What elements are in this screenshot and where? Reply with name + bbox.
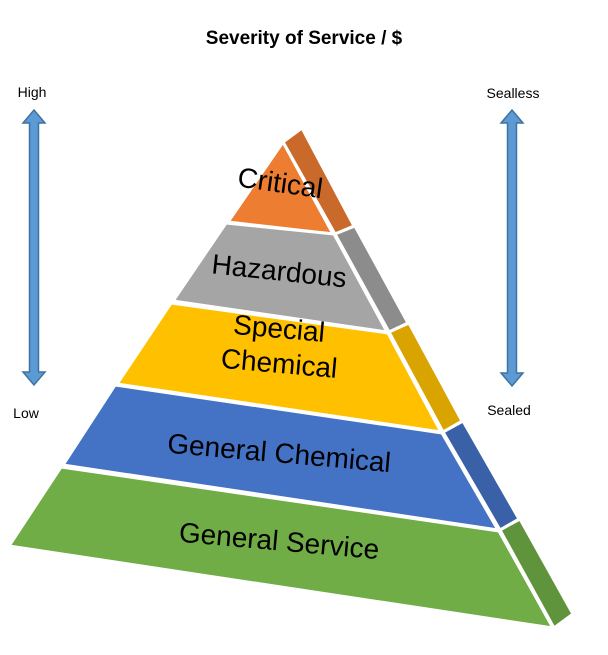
right-double-arrow-icon <box>499 108 525 388</box>
diagram-title: Severity of Service / $ <box>205 28 403 49</box>
left-double-arrow-icon <box>21 108 47 387</box>
pyramid-tier-5: General Service <box>7 465 575 630</box>
pyramid-tier-4: General Chemical <box>61 383 521 532</box>
right-axis-top-label: Sealless <box>486 85 540 101</box>
right-axis-bottom-label: Sealed <box>487 402 531 418</box>
left-axis-top-label: High <box>17 84 47 100</box>
left-axis-bottom-label: Low <box>13 405 39 421</box>
pyramid-tier-1: Critical <box>226 126 356 236</box>
tier-front-face <box>7 465 555 630</box>
pyramid-tier-2: Hazardous <box>171 221 410 334</box>
